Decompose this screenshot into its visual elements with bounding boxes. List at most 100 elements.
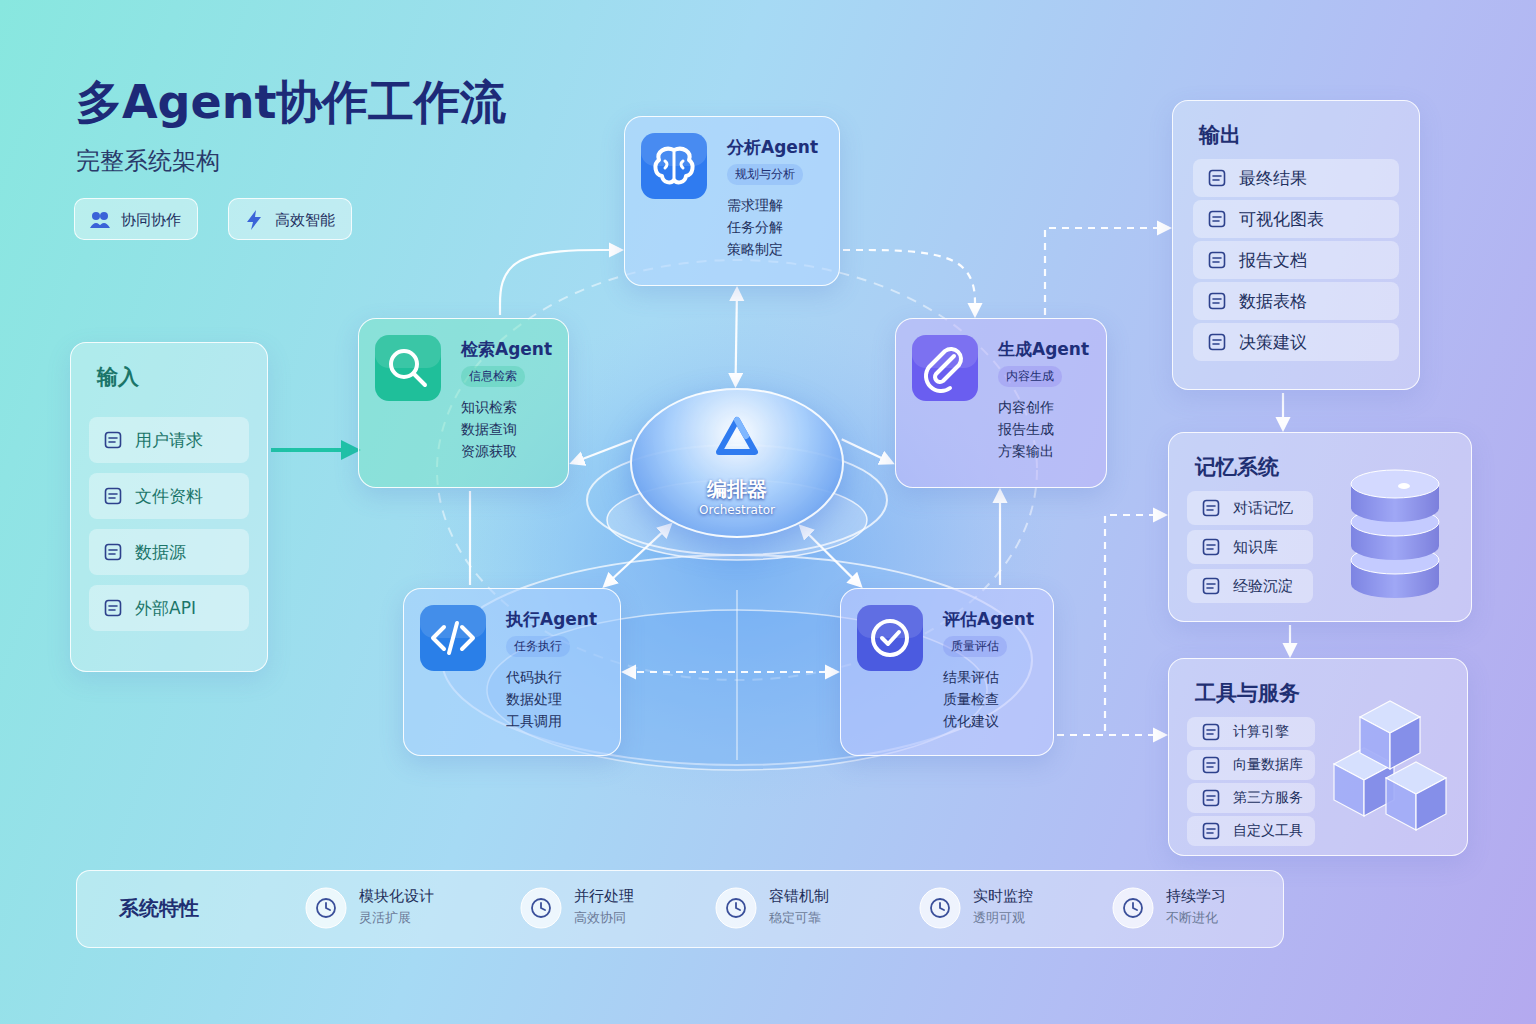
list-item: 对话记忆: [1187, 491, 1313, 525]
feature-desc: 灵活扩展: [359, 909, 455, 927]
agent-title: 检索Agent: [461, 338, 552, 361]
node-subtitle: Orchestrator: [632, 503, 842, 517]
agent-task: 资源获取: [461, 440, 552, 462]
item-label: 用户请求: [135, 429, 203, 452]
agent-tag: 规划与分析: [727, 164, 803, 185]
agent-task: 质量检查: [943, 688, 1037, 710]
feature-title: 持续学习: [1166, 887, 1262, 906]
feature-band: 系统特性模块化设计灵活扩展并行处理高效协同容错机制稳定可靠实时监控透明可观持续学…: [76, 870, 1284, 948]
feature-icon: [305, 887, 347, 929]
feature-title: 并行处理: [574, 887, 670, 906]
agent-task: 数据处理: [506, 688, 604, 710]
panel-box: 输入用户请求文件资料数据源外部API: [70, 342, 268, 672]
item-label: 经验沉淀: [1233, 577, 1293, 596]
connector-arrow: [842, 439, 892, 463]
agent-box: 评估Agent 质量评估结果评估质量检查优化建议: [840, 588, 1054, 756]
feature-desc: 不断进化: [1166, 909, 1262, 927]
list-item: 经验沉淀: [1187, 569, 1313, 603]
connector-arrow: [736, 289, 737, 385]
item-icon: [1201, 788, 1221, 808]
item-icon: [1201, 498, 1221, 518]
agent-title: 执行Agent: [506, 608, 604, 631]
connector-arrow: [469, 491, 471, 585]
agent-task: 知识检索: [461, 396, 552, 418]
connector-arrow: [801, 526, 861, 585]
connector-arrow: [271, 448, 355, 452]
feature-desc: 透明可观: [973, 909, 1069, 927]
list-item: 文件资料: [89, 473, 249, 519]
feature-icon: [520, 887, 562, 929]
list-item: 数据表格: [1193, 282, 1399, 320]
node-title: 输入: [97, 363, 241, 391]
feature-item: 持续学习不断进化: [1112, 885, 1262, 933]
item-icon: [1207, 291, 1227, 311]
agent-task: 内容创作: [998, 396, 1090, 418]
node-title: 工具与服务: [1195, 679, 1441, 707]
agent-task: 结果评估: [943, 666, 1037, 688]
list-item: 报告文档: [1193, 241, 1399, 279]
feature-item: 容错机制稳定可靠: [715, 885, 865, 933]
agent-task: 需求理解: [727, 194, 823, 216]
agent-icon: [375, 335, 441, 401]
node-title: 系统特性: [119, 895, 1283, 922]
agent-box: 生成Agent内容生成内容创作报告生成方案输出: [895, 318, 1107, 488]
item-icon: [1207, 168, 1227, 188]
list-item: 数据源: [89, 529, 249, 575]
list-item: 用户请求: [89, 417, 249, 463]
connector-arrow: [572, 440, 632, 463]
agent-icon: [420, 605, 486, 671]
connector-arrow: [605, 525, 671, 586]
feature-title: 模块化设计: [359, 887, 455, 906]
agent-box: 分析Agent规划与分析需求理解任务分解策略制定: [624, 116, 840, 286]
agent-box: 执行Agent任务执行代码执行数据处理工具调用: [403, 588, 621, 756]
item-label: 数据源: [135, 541, 186, 564]
item-label: 决策建议: [1239, 331, 1307, 354]
list-item: 知识库: [1187, 530, 1313, 564]
agent-task: 方案输出: [998, 440, 1090, 462]
feature-icon: [919, 887, 961, 929]
connector-arrow: [1289, 625, 1291, 655]
agent-tag: 信息检索: [461, 366, 525, 387]
agent-task: 优化建议: [943, 710, 1037, 732]
tag-pill: 高效智能: [228, 198, 352, 240]
connector-arrow: [843, 250, 975, 315]
node-title: 编排器: [632, 476, 842, 503]
item-icon: [1201, 755, 1221, 775]
connector-arrow: [500, 250, 621, 315]
agent-task: 数据查询: [461, 418, 552, 440]
subtitle: 完整系统架构: [76, 145, 220, 177]
feature-icon: [715, 887, 757, 929]
node-title: 记忆系统: [1195, 453, 1445, 481]
item-icon: [103, 598, 123, 618]
feature-item: 实时监控透明可观: [919, 885, 1069, 933]
feature-item: 模块化设计灵活扩展: [305, 885, 455, 933]
panel-box: 输出最终结果可视化图表报告文档数据表格决策建议: [1172, 100, 1420, 390]
agent-title: 评估Agent: [943, 608, 1037, 631]
agent-box: 检索Agent 信息检索知识检索数据查询资源获取: [358, 318, 569, 488]
item-label: 数据表格: [1239, 290, 1307, 313]
item-icon: [103, 542, 123, 562]
agent-task: 代码执行: [506, 666, 604, 688]
feature-title: 实时监控: [973, 887, 1069, 906]
item-icon: [1207, 332, 1227, 352]
agent-tag: 质量评估: [943, 636, 1007, 657]
list-item: 计算引擎: [1187, 717, 1315, 747]
agent-tag: 内容生成: [998, 366, 1062, 387]
connector-arrow: [624, 671, 837, 673]
item-icon: [1201, 821, 1221, 841]
panel-box: 工具与服务计算引擎向量数据库第三方服务自定义工具: [1168, 658, 1468, 856]
item-icon: [1201, 576, 1221, 596]
bolt-icon: [243, 209, 265, 231]
people-icon: [89, 209, 111, 231]
agent-tag: 任务执行: [506, 636, 570, 657]
tag-pill: 协同协作: [74, 198, 198, 240]
agent-icon: [912, 335, 978, 401]
agent-icon: [857, 605, 923, 671]
list-item: 第三方服务: [1187, 783, 1315, 813]
orchestrator-icon: [713, 414, 761, 462]
connector-arrow: [1282, 393, 1284, 429]
agent-title: 生成Agent: [998, 338, 1090, 361]
feature-desc: 稳定可靠: [769, 909, 865, 927]
item-label: 计算引擎: [1233, 723, 1289, 741]
item-label: 知识库: [1233, 538, 1278, 557]
